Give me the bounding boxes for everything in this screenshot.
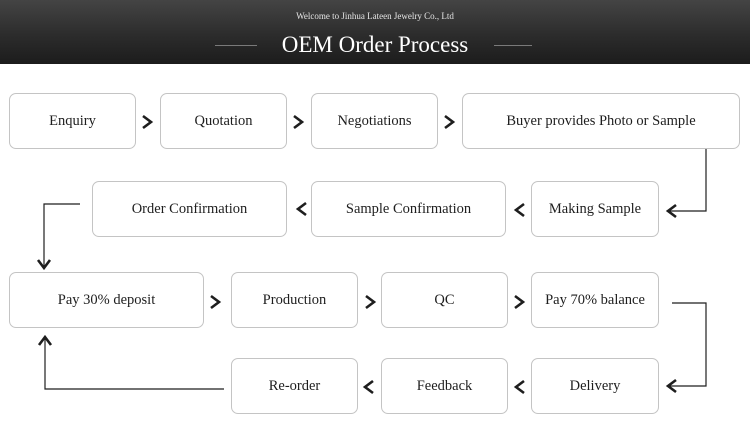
- arrow-down-icon: [36, 259, 52, 271]
- title-rule-right: [494, 45, 532, 46]
- arrow-left-icon: [362, 379, 374, 395]
- step-feedback: Feedback: [381, 358, 508, 414]
- step-sample-confirmation: Sample Confirmation: [311, 181, 506, 237]
- welcome-text: Welcome to Jinhua Lateen Jewelry Co., Lt…: [296, 11, 454, 21]
- arrow-left-icon: [665, 378, 677, 394]
- step-delivery: Delivery: [531, 358, 659, 414]
- arrow-left-icon: [513, 379, 525, 395]
- arrow-right-icon: [293, 114, 305, 130]
- arrow-left-icon: [295, 201, 307, 217]
- page-header: Welcome to Jinhua Lateen Jewelry Co., Lt…: [0, 0, 750, 64]
- arrow-right-icon: [514, 294, 526, 310]
- arrow-left-icon: [665, 203, 677, 219]
- connector-line: [44, 338, 224, 390]
- page-title: OEM Order Process: [281, 32, 469, 57]
- step-production: Production: [231, 272, 358, 328]
- step-enquiry: Enquiry: [9, 93, 136, 149]
- step-making-sample: Making Sample: [531, 181, 659, 237]
- connector-line: [43, 203, 80, 266]
- arrow-right-icon: [444, 114, 456, 130]
- step-qc: QC: [381, 272, 508, 328]
- arrow-left-icon: [513, 202, 525, 218]
- step-order-confirmation: Order Confirmation: [92, 181, 287, 237]
- arrow-right-icon: [365, 294, 377, 310]
- step-pay-deposit: Pay 30% deposit: [9, 272, 204, 328]
- arrow-right-icon: [210, 294, 222, 310]
- step-quotation: Quotation: [160, 93, 287, 149]
- arrow-right-icon: [142, 114, 154, 130]
- step-reorder: Re-order: [231, 358, 358, 414]
- connector-line: [668, 302, 707, 387]
- step-negotiations: Negotiations: [311, 93, 438, 149]
- step-buyer-provides-photo: Buyer provides Photo or Sample: [462, 93, 740, 149]
- arrow-up-icon: [37, 334, 53, 346]
- title-rule-left: [215, 45, 257, 46]
- connector-line: [668, 149, 707, 212]
- step-pay-balance: Pay 70% balance: [531, 272, 659, 328]
